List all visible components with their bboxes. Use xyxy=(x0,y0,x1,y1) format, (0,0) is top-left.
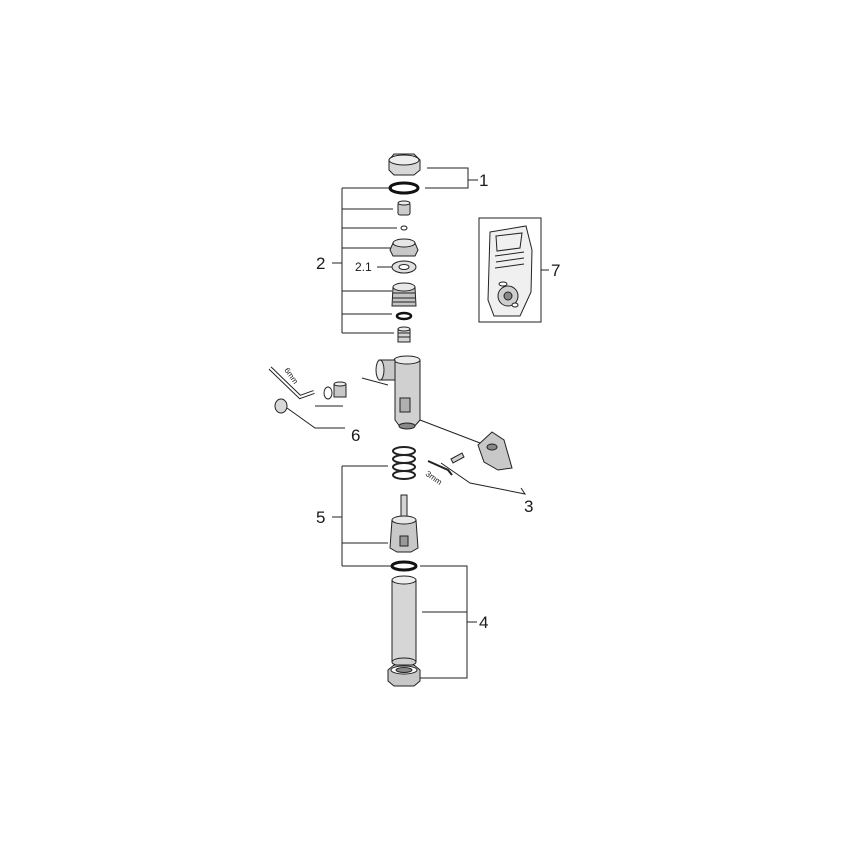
callout-4: 4 xyxy=(479,613,488,632)
threaded-nipple-part xyxy=(397,326,411,343)
hex-key-6mm-part xyxy=(268,366,315,400)
callout-1: 1 xyxy=(479,171,488,190)
callout-bracket-1 xyxy=(425,167,478,189)
handle-pin-part xyxy=(450,452,465,464)
union-nut-part xyxy=(387,664,421,687)
pipe-o-ring-part xyxy=(390,560,418,572)
cap-o-ring-part xyxy=(388,181,420,195)
black-o-ring-part xyxy=(395,311,413,321)
service-kit-package-part xyxy=(478,217,542,323)
callout-5: 5 xyxy=(316,508,325,527)
screw-part xyxy=(333,381,347,398)
small-seal-part xyxy=(400,225,408,231)
callout-bracket-2 xyxy=(332,187,397,334)
callout-bracket-6 xyxy=(286,377,389,429)
callout-bracket-5 xyxy=(332,465,392,567)
cover-plug-part xyxy=(274,398,288,414)
bearing-ring-part-2-1 xyxy=(391,260,417,274)
seal-washer-part xyxy=(323,386,333,400)
callout-bracket-3 xyxy=(419,419,527,495)
callout-7: 7 xyxy=(551,261,560,280)
callout-3: 3 xyxy=(524,497,533,516)
callout-2: 2 xyxy=(316,254,325,273)
flush-handle-part xyxy=(477,431,513,471)
flush-pipe-part xyxy=(391,575,417,667)
callout-bracket-4 xyxy=(420,565,477,679)
pin-part xyxy=(397,200,411,216)
hex-key-3mm-part xyxy=(427,460,453,476)
callout-6: 6 xyxy=(351,426,360,445)
piston-part xyxy=(389,494,419,553)
hex-key-3mm-label: 3mm xyxy=(424,469,444,487)
valve-body-part xyxy=(375,355,421,430)
spring-part xyxy=(392,446,416,480)
threaded-body-part xyxy=(391,282,417,307)
callout-2-1: 2.1 xyxy=(355,260,372,274)
cover-cap-part xyxy=(388,153,421,176)
valve-head-part xyxy=(389,238,419,257)
